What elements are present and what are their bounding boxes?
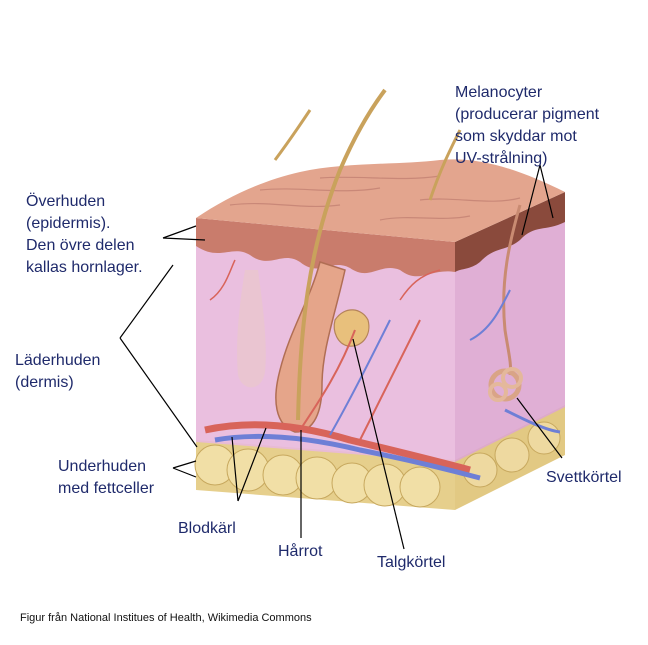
epidermis-side <box>455 192 565 272</box>
image-credit-caption: Figur från National Institues of Health,… <box>20 612 312 624</box>
sebaceous-gland <box>333 309 370 347</box>
hair-root-label: Hårrot <box>278 543 323 560</box>
sebaceous-gland-label: Talgkörtel <box>377 554 446 571</box>
epidermis-label: Överhuden (epidermis). Den övre delen ka… <box>26 191 143 279</box>
epidermis-label-line4: kallas hornlager. <box>26 259 143 276</box>
hair-shafts <box>273 88 462 421</box>
melanocytes-label: Melanocyter (producerar pigment som skyd… <box>455 82 599 170</box>
sweat-gland <box>488 367 523 402</box>
blood-vessels-label: Blodkärl <box>178 520 236 537</box>
melanocytes-label-line1: Melanocyter <box>455 84 543 101</box>
melanocytes-label-line4: UV-strålning) <box>455 150 548 167</box>
dermis-label: Läderhuden (dermis) <box>15 350 100 394</box>
blood-vessels <box>204 259 561 481</box>
hypodermis-label-line2: med fettceller <box>58 480 155 497</box>
dermis-label-line1: Läderhuden <box>15 352 101 369</box>
epidermis-label-line1: Överhuden <box>26 193 106 210</box>
sweat-gland-label: Svettkörtel <box>546 469 622 486</box>
epidermis-layer <box>196 218 455 277</box>
dermis-side <box>455 212 565 462</box>
epidermis-label-line2: (epidermis). <box>26 215 111 232</box>
leader-lines <box>119 164 563 550</box>
hair-follicle <box>275 261 346 433</box>
melanocytes-label-line3: som skyddar mot <box>455 128 577 145</box>
dermis-label-line2: (dermis) <box>15 374 74 391</box>
background-follicle <box>237 270 266 388</box>
melanocytes-label-line2: (producerar pigment <box>455 106 600 123</box>
hypodermis-label: Underhuden med fettceller <box>58 456 154 500</box>
hypodermis-label-line1: Underhuden <box>58 458 147 475</box>
epidermis-label-line3: Den övre delen <box>26 237 135 254</box>
sweat-gland-duct <box>502 204 522 376</box>
skin-surface <box>196 159 565 242</box>
